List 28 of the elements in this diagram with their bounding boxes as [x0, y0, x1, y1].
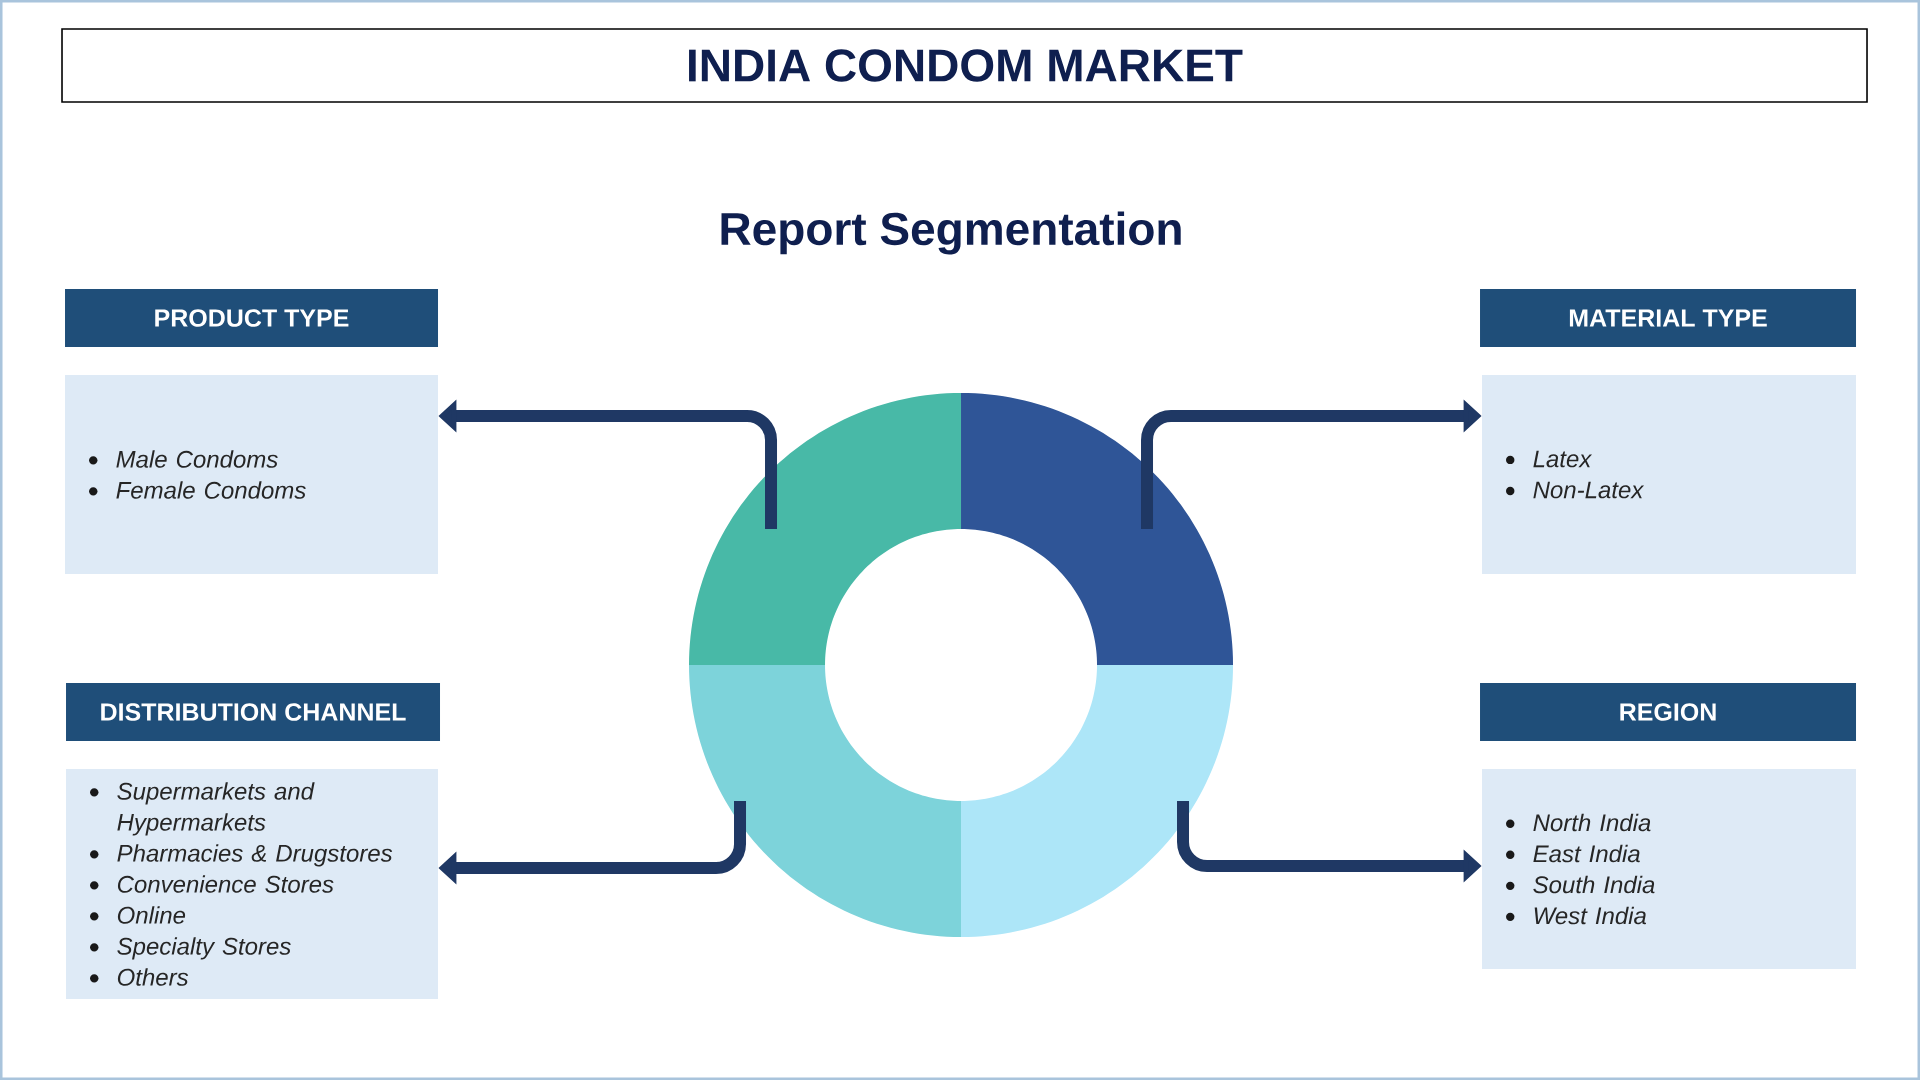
- donut-segment: [689, 393, 961, 665]
- list-item: Non-Latex: [1533, 481, 1645, 499]
- title-box: INDIA CONDOM MARKET: [61, 28, 1868, 103]
- list-item: South India: [1533, 875, 1655, 894]
- list-item: Convenience Stores: [117, 875, 334, 893]
- segment-list-box: [65, 375, 438, 574]
- segment-list-box: [1482, 375, 1856, 574]
- category-header: MATERIAL TYPE: [1480, 289, 1856, 347]
- category-header: PRODUCT TYPE: [65, 289, 438, 347]
- category-header: REGION: [1480, 683, 1856, 741]
- list-item: Male Condoms: [116, 450, 278, 468]
- list-item: West India: [1534, 906, 1647, 925]
- list-item: Specialty Stores: [117, 937, 291, 960]
- donut-segment: [961, 665, 1233, 937]
- list-item: Online: [117, 906, 186, 924]
- category-header: DISTRIBUTION CHANNEL: [66, 683, 440, 741]
- segment-list-box: [66, 769, 438, 999]
- subtitle: Report Segmentation: [721, 211, 1181, 255]
- segment-list-box: [1482, 769, 1856, 969]
- list-item: Latex: [1533, 450, 1592, 468]
- list-item: Female Condoms: [116, 481, 306, 499]
- donut-segment: [961, 393, 1233, 665]
- list-item: East India: [1533, 844, 1640, 863]
- list-item: Others: [117, 968, 189, 986]
- list-item: Pharmacies & Drugstores: [117, 844, 393, 867]
- donut-segment: [689, 665, 961, 937]
- list-item: Supermarkets and Hypermarkets: [117, 782, 315, 836]
- list-item: North India: [1533, 813, 1651, 832]
